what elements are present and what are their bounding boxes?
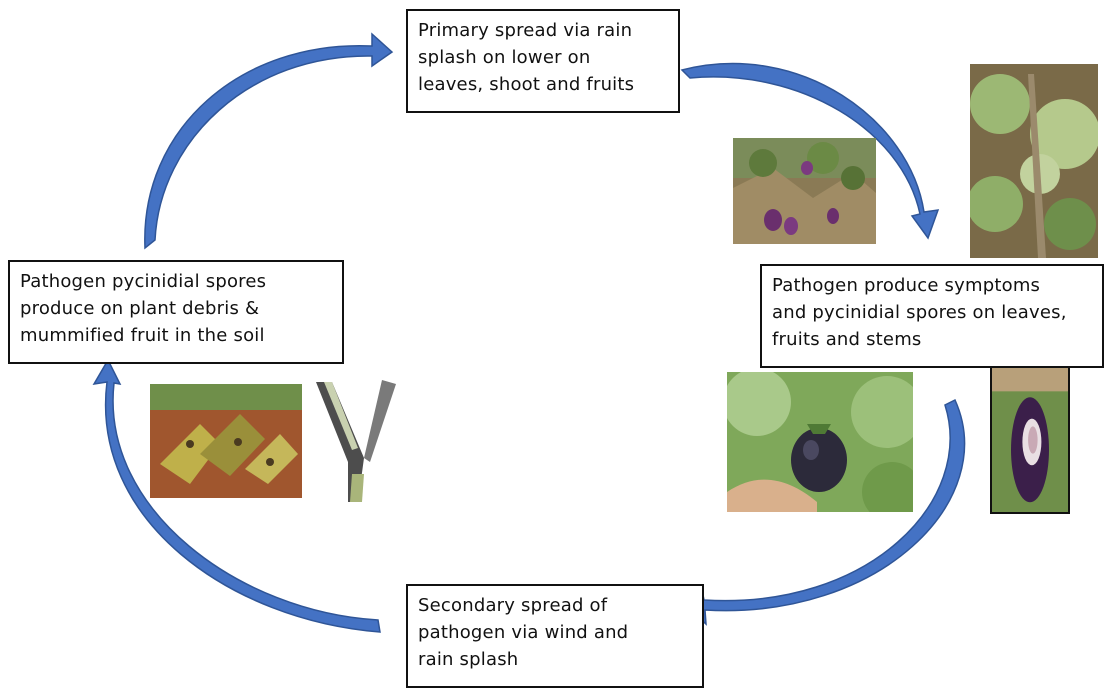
photo-debris-in-soil bbox=[150, 384, 302, 498]
arrow-to-primary bbox=[144, 32, 394, 250]
symptoms-box: Pathogen produce symptoms and pycinidial… bbox=[760, 264, 1104, 368]
secondary-spread-box: Secondary spread of pathogen via wind an… bbox=[406, 584, 704, 688]
primary-spread-box: Primary spread via rain splash on lower … bbox=[406, 9, 680, 113]
photo-infected-stem bbox=[970, 64, 1098, 258]
photo-cut-fruit-lesion bbox=[990, 366, 1070, 514]
photo-rotten-fruit-in-hand bbox=[727, 372, 913, 512]
photo-fruits-on-plant bbox=[733, 138, 876, 244]
arrow-to-symptoms bbox=[680, 62, 940, 240]
pycnidial-spores-box: Pathogen pycinidial spores produce on pl… bbox=[8, 260, 344, 364]
photo-mummified-stem bbox=[312, 378, 400, 502]
